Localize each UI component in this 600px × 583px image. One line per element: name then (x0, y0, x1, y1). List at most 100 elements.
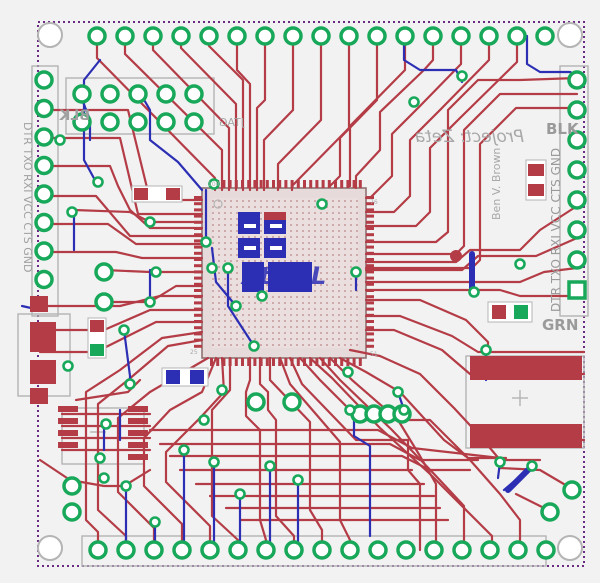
via (178, 444, 190, 456)
via (514, 258, 526, 270)
via (144, 296, 156, 308)
mcu-pin (194, 289, 202, 292)
mcu-pin (194, 332, 202, 336)
left-header-pins: DTR TXO RXI VCC CTS GND (21, 122, 34, 272)
ftdi-pads (58, 406, 148, 460)
mcu-pin (366, 320, 374, 323)
mcu-pin (278, 358, 282, 366)
left-header-pin (34, 184, 54, 204)
via (344, 404, 356, 416)
bottom-header-pin (200, 540, 220, 560)
via (94, 452, 106, 464)
left-header-pin (34, 127, 54, 147)
silk-labels: Project: Zeta Ben V. Brown JTAG AtMEL 10… (21, 108, 580, 358)
jtag-pin (184, 84, 204, 104)
bottom-header-pin (424, 540, 444, 560)
left-header-pin (34, 70, 54, 90)
via (468, 286, 480, 298)
mcu-logo: AtMEL (240, 262, 326, 290)
through-hole-pads (34, 26, 587, 560)
mcu-pin (315, 358, 319, 366)
mcu-pin (272, 180, 275, 188)
right-header-pin (567, 280, 587, 300)
left-header-silk (31, 65, 59, 317)
via (398, 404, 410, 416)
mcu-pin (194, 301, 202, 305)
via (350, 266, 362, 278)
bottom-header-pin (480, 540, 500, 560)
mcu-pin (309, 358, 313, 366)
mcu-pin (334, 180, 337, 188)
mcu-pin (222, 358, 226, 366)
bottom-header-pin (396, 540, 416, 560)
via (248, 340, 260, 352)
bottom-header-pin (172, 540, 192, 560)
top-header-pin (199, 26, 219, 46)
via (66, 206, 78, 218)
mcu-pin (366, 264, 374, 268)
smd-pads (30, 159, 582, 460)
mcu-pin (340, 180, 344, 188)
top-header-pin (535, 26, 555, 46)
via (62, 360, 74, 372)
mcu-pin (194, 251, 202, 255)
mcu-pin (366, 282, 374, 286)
power-bar (450, 250, 533, 493)
vias (54, 70, 538, 528)
via (198, 414, 210, 426)
designer-label: Ben V. Brown (490, 148, 503, 220)
chip-pin-51: 51 (370, 351, 378, 358)
bottom-header-pin (452, 540, 472, 560)
right-header-pin (567, 250, 587, 270)
mcu-pin (247, 358, 251, 366)
via (92, 176, 104, 188)
top-header-pin (339, 26, 359, 46)
via (208, 456, 220, 468)
via (206, 262, 218, 274)
mcu-pin (216, 358, 220, 366)
via (264, 460, 276, 472)
capacitor-c1 (161, 367, 209, 387)
mcu-pin (321, 180, 325, 188)
mcu-pin (194, 344, 202, 348)
via (208, 178, 220, 190)
crystal-pads (470, 356, 582, 448)
mcu-pin (366, 208, 374, 212)
left-header-pin (34, 155, 54, 176)
mcu-pin (296, 180, 300, 188)
right-header-pin (567, 160, 587, 180)
right-header-silk (559, 65, 589, 317)
right-header-pin (567, 220, 587, 240)
project-label: Project: Zeta (415, 127, 524, 147)
bottom-header-pin (256, 540, 276, 560)
bottom-header-pin (228, 540, 248, 560)
right-side-caps (525, 159, 547, 201)
mcu-pin (290, 180, 294, 188)
mcu-pin (234, 358, 238, 366)
misc-pin (562, 480, 582, 500)
jtag-pin (72, 84, 92, 104)
left-header-blk: BLK (58, 108, 90, 124)
bottom-header-pin (340, 540, 360, 560)
top-header-pin (367, 26, 387, 46)
misc-pin (62, 476, 82, 496)
mcu-pin (366, 338, 374, 342)
mcu-pin (309, 180, 313, 188)
via (216, 384, 228, 396)
chip-pin-100: 100 (208, 181, 220, 188)
resistor-r2 (87, 317, 107, 359)
top-header-pin (451, 26, 471, 46)
top-header-pin (479, 26, 499, 46)
mcu-pin (366, 295, 374, 299)
mcu-pin (194, 313, 202, 317)
top-header-pin (227, 26, 247, 46)
mcu-pin (366, 276, 374, 280)
mount-hole-br (557, 535, 583, 561)
bottom-header-pin (116, 540, 136, 560)
via (124, 378, 136, 390)
mcu-pin (366, 220, 374, 224)
mcu-pin (366, 344, 374, 348)
bottom-header-pin (88, 540, 108, 560)
via (480, 344, 492, 356)
mcu-pin (194, 214, 202, 218)
